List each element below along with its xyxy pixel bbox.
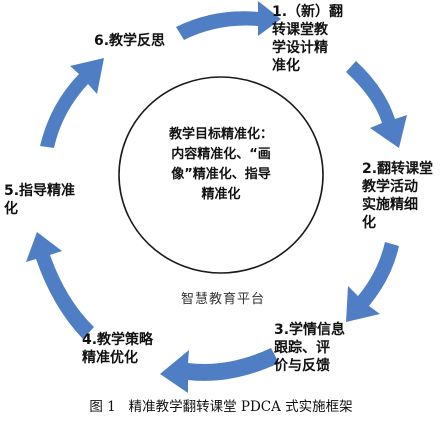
figure-caption: 图 1 精准教学翻转课堂 PDCA 式实施框架: [89, 399, 353, 415]
arrow-6-to-1: [176, 1, 281, 40]
arrow-2-to-3: [346, 242, 399, 322]
center-goal-text: 教学目标精准化： 内容精准化、“画 像”精准化、指导 精准化: [168, 127, 273, 202]
arrow-4-to-5: [26, 232, 94, 339]
step-4-label: 4.教学策略 精准优化: [82, 332, 154, 366]
step-2-label: 2.翻转课堂 教学活动 实施精细 化: [362, 161, 434, 231]
step-5-label: 5.指导精准 化: [4, 183, 76, 217]
step-3-label: 3.学情信息 跟踪、评 价与反馈: [274, 322, 346, 374]
center-circle: [118, 76, 324, 274]
arrow-1-to-2: [346, 61, 407, 148]
step-1-label: 1.（新）翻 转课堂教 学设计精 准化: [272, 4, 344, 74]
arrow-3-to-4: [160, 348, 279, 393]
step-6-label: 6.教学反思: [94, 33, 166, 49]
arrow-5-to-6: [40, 58, 104, 148]
platform-label: 智慧教育平台: [180, 292, 265, 307]
